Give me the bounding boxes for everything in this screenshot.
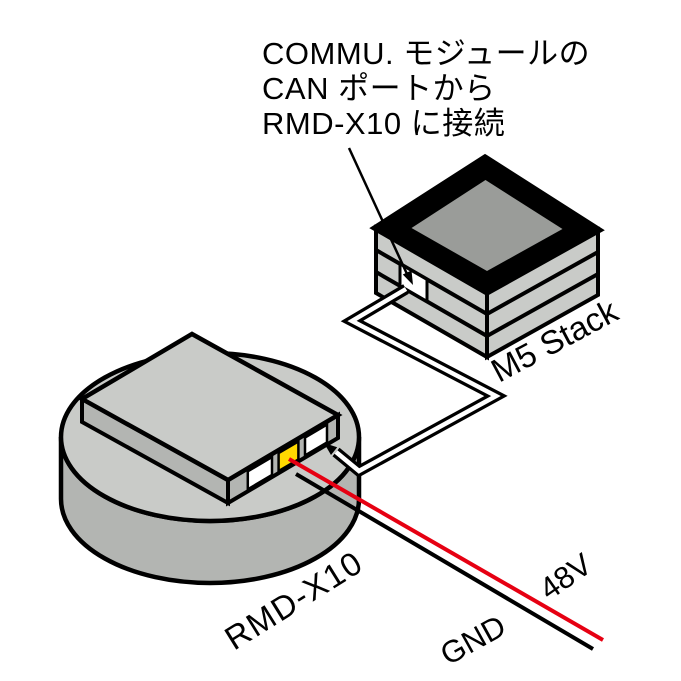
- leader-line: [347, 147, 409, 275]
- m5-layer-line: [486, 272, 599, 338]
- can-cable: [324, 284, 508, 478]
- power-wire-gnd: [294, 472, 595, 651]
- motor-rmd-x10: [58, 331, 362, 586]
- m5stack-module: [369, 153, 605, 361]
- connector-can-slot: [303, 422, 329, 458]
- motor-plate-top: [77, 331, 343, 483]
- voltage-label: 48V: [533, 546, 599, 606]
- annotation-line-1: COMMU. モジュールの: [262, 36, 590, 71]
- connector-power-slot: [277, 439, 300, 474]
- m5-layer-line: [375, 248, 488, 316]
- power-wire-48v: [288, 457, 604, 642]
- m5-layer-line: [375, 270, 488, 338]
- annotation-line-3: RMD-X10 に接続: [262, 106, 505, 141]
- annotation-leader: [347, 147, 413, 285]
- power-wires: [288, 457, 604, 651]
- annotation-line-2: CAN ポートから: [262, 71, 496, 106]
- gnd-label: GND: [434, 608, 511, 672]
- can-wire-core: [334, 287, 501, 474]
- can-wire-arrow-icon: [324, 443, 338, 455]
- leader-arrow-icon: [402, 270, 413, 285]
- m5-layer-line: [486, 250, 599, 316]
- connector-slot-spare: [246, 454, 274, 492]
- m5-screen: [411, 180, 563, 271]
